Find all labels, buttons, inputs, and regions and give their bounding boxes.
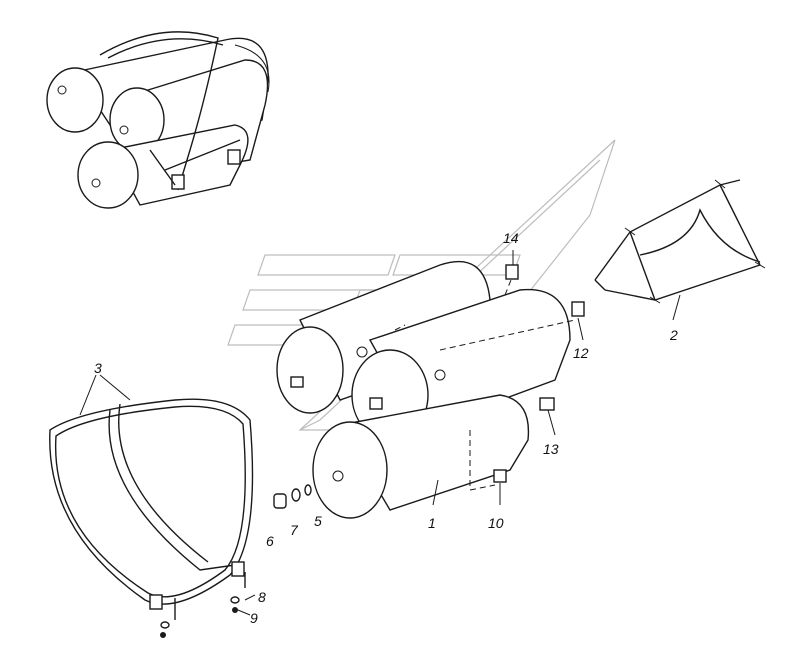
callout-7: 7: [290, 522, 299, 538]
callout-8: 8: [258, 589, 266, 605]
callout-13: 13: [543, 441, 559, 457]
callout-14: 14: [503, 230, 519, 246]
air-receiver-tanks: [276, 260, 576, 519]
callout-labels: 1 2 3 5 6 7 8 9 10 12 13 14: [94, 230, 678, 626]
mounting-straps: [49, 398, 254, 610]
callout-1: 1: [428, 515, 436, 531]
assembled-tank-group: [46, 31, 270, 209]
callout-9: 9: [250, 610, 258, 626]
callout-5: 5: [314, 513, 322, 529]
callout-10: 10: [488, 515, 504, 531]
fasteners: [160, 264, 585, 638]
leader-lines: [79, 250, 681, 616]
callout-2: 2: [669, 327, 678, 343]
callout-6: 6: [266, 533, 274, 549]
callout-12: 12: [573, 345, 589, 361]
bracket-frame: [594, 179, 766, 304]
callout-3: 3: [94, 360, 102, 376]
